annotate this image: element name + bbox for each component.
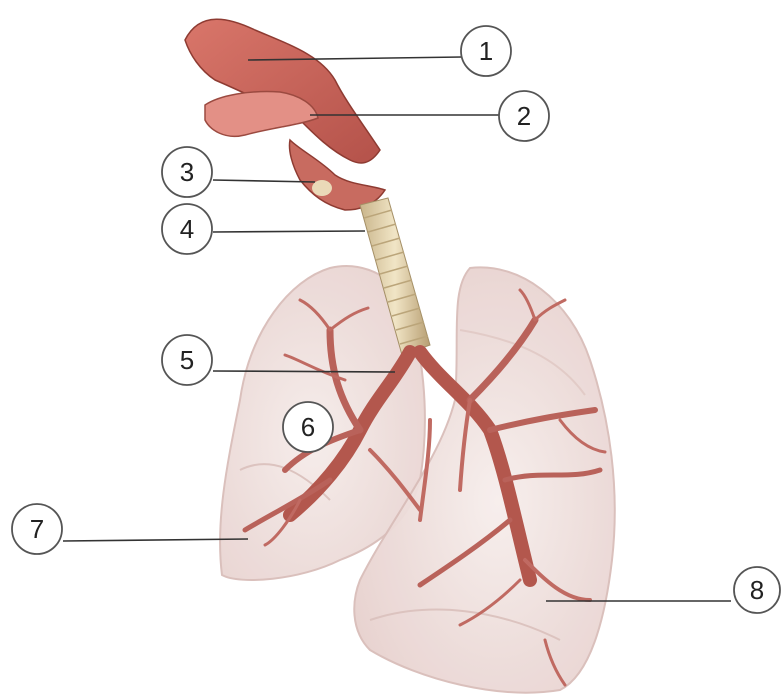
svg-text:4: 4: [180, 214, 194, 244]
callout-3: 3: [162, 147, 212, 197]
svg-text:1: 1: [479, 36, 493, 66]
callout-8: 8: [734, 567, 780, 613]
callout-7: 7: [12, 504, 62, 554]
callout-4: 4: [162, 204, 212, 254]
callout-5: 5: [162, 335, 212, 385]
svg-text:2: 2: [517, 101, 531, 131]
svg-text:6: 6: [301, 412, 315, 442]
leader-line-5: [213, 371, 395, 372]
callout-6: 6: [283, 402, 333, 452]
svg-text:8: 8: [750, 575, 764, 605]
svg-text:3: 3: [180, 157, 194, 187]
svg-text:5: 5: [180, 345, 194, 375]
svg-text:7: 7: [30, 514, 44, 544]
callout-1: 1: [461, 26, 511, 76]
callout-2: 2: [499, 91, 549, 141]
leader-line-4: [213, 231, 365, 232]
